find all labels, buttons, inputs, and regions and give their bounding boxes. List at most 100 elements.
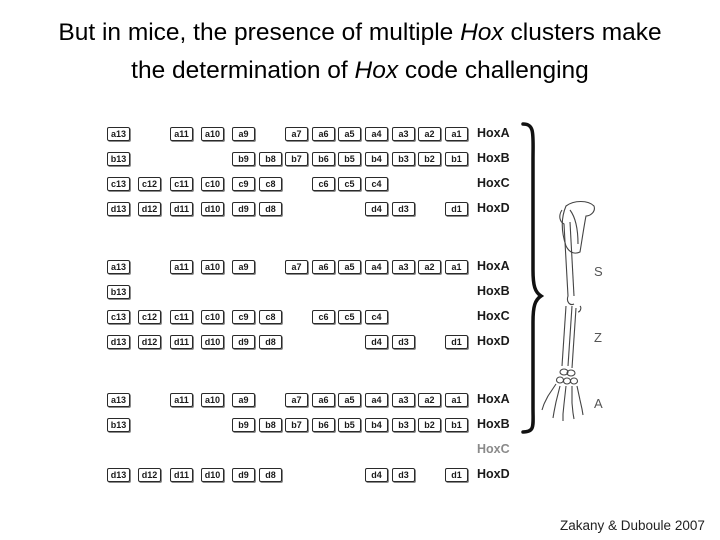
hox-gene-box: a1 (445, 393, 468, 407)
hox-gene-box: a7 (285, 393, 308, 407)
hox-gene-box: b13 (107, 152, 130, 166)
hox-gene-box: c6 (312, 177, 335, 191)
hox-gene-box: a7 (285, 260, 308, 274)
hox-gene-box: a5 (338, 127, 361, 141)
hox-gene-box: d10 (201, 335, 224, 349)
hox-gene-box: a10 (201, 393, 224, 407)
hox-gene-box: d10 (201, 468, 224, 482)
hox-gene-box: d13 (107, 468, 130, 482)
hox-gene-box: d4 (365, 202, 388, 216)
autopod-label: A (594, 396, 603, 411)
hox-gene-box: c4 (365, 310, 388, 324)
hox-cluster-label: HoxB (477, 151, 510, 165)
hox-gene-box: a3 (392, 260, 415, 274)
hox-gene-box: d12 (138, 335, 161, 349)
hox-gene-box: b6 (312, 152, 335, 166)
hox-gene-box: c11 (170, 177, 193, 191)
hox-cluster-label: HoxD (477, 201, 510, 215)
hox-gene-box: a9 (232, 127, 255, 141)
hox-cluster-label: HoxB (477, 284, 510, 298)
hox-gene-box: a9 (232, 393, 255, 407)
hox-gene-box: d8 (259, 468, 282, 482)
hox-gene-box: d1 (445, 202, 468, 216)
hox-gene-box: d9 (232, 202, 255, 216)
hox-gene-box: b7 (285, 152, 308, 166)
hox-gene-box: d13 (107, 202, 130, 216)
hox-gene-box: a13 (107, 127, 130, 141)
hox-gene-box: c4 (365, 177, 388, 191)
hox-gene-box: a13 (107, 260, 130, 274)
hox-gene-box: a6 (312, 127, 335, 141)
hox-gene-box: a4 (365, 127, 388, 141)
hox-gene-box: c8 (259, 310, 282, 324)
hox-gene-box: c11 (170, 310, 193, 324)
hox-gene-box: a6 (312, 260, 335, 274)
hox-gene-box: d3 (392, 335, 415, 349)
slide-title-line-2: the determination of Hox code challengin… (131, 57, 589, 84)
hox-gene-box: a11 (170, 393, 193, 407)
hox-cluster-label: HoxA (477, 126, 510, 140)
hox-gene-box: d1 (445, 335, 468, 349)
hox-gene-box: d10 (201, 202, 224, 216)
hox-gene-box: a10 (201, 127, 224, 141)
hox-gene-box: b9 (232, 152, 255, 166)
hox-gene-box: d11 (170, 468, 193, 482)
hox-gene-box: b8 (259, 152, 282, 166)
hox-gene-box: d4 (365, 468, 388, 482)
hox-gene-box: a7 (285, 127, 308, 141)
hox-gene-box: d12 (138, 202, 161, 216)
hox-gene-box: a4 (365, 260, 388, 274)
hox-gene-box: a2 (418, 127, 441, 141)
hox-gene-box: a2 (418, 393, 441, 407)
hox-cluster-label: HoxA (477, 259, 510, 273)
slide-title-line-1: But in mice, the presence of multiple Ho… (58, 19, 662, 46)
hox-gene-box: b9 (232, 418, 255, 432)
hox-gene-box: b4 (365, 152, 388, 166)
hox-gene-box: b3 (392, 418, 415, 432)
hox-gene-box: a3 (392, 127, 415, 141)
hox-gene-box: b2 (418, 418, 441, 432)
hox-gene-box: a11 (170, 127, 193, 141)
hox-gene-box: d12 (138, 468, 161, 482)
hox-gene-box: c6 (312, 310, 335, 324)
hox-gene-box: c10 (201, 310, 224, 324)
hox-cluster-label: HoxC (477, 176, 510, 190)
hox-gene-box: a6 (312, 393, 335, 407)
hox-gene-box: c13 (107, 177, 130, 191)
hox-gene-box: c10 (201, 177, 224, 191)
hox-gene-box: a11 (170, 260, 193, 274)
hox-gene-box: b1 (445, 152, 468, 166)
hox-gene-box: c9 (232, 177, 255, 191)
hox-gene-box: b1 (445, 418, 468, 432)
hox-gene-box: c12 (138, 177, 161, 191)
hox-gene-box: d4 (365, 335, 388, 349)
hox-gene-box: a4 (365, 393, 388, 407)
hox-gene-box: a10 (201, 260, 224, 274)
hox-cluster-label: HoxD (477, 334, 510, 348)
hox-gene-box: d8 (259, 202, 282, 216)
hox-gene-box: c5 (338, 310, 361, 324)
hox-cluster-label: HoxC (477, 442, 510, 456)
hox-gene-box: b13 (107, 285, 130, 299)
hox-gene-box: d11 (170, 202, 193, 216)
hox-gene-box: b3 (392, 152, 415, 166)
hox-cluster-label: HoxB (477, 417, 510, 431)
hox-gene-box: c8 (259, 177, 282, 191)
hox-gene-box: d8 (259, 335, 282, 349)
hox-cluster-label: HoxC (477, 309, 510, 323)
curly-brace (521, 122, 545, 434)
hox-gene-box: b4 (365, 418, 388, 432)
hox-gene-box: b6 (312, 418, 335, 432)
hox-gene-box: d11 (170, 335, 193, 349)
hox-gene-box: c5 (338, 177, 361, 191)
hox-gene-box: d13 (107, 335, 130, 349)
hox-gene-box: b8 (259, 418, 282, 432)
hox-gene-box: a3 (392, 393, 415, 407)
hox-cluster-label: HoxD (477, 467, 510, 481)
hox-gene-box: b13 (107, 418, 130, 432)
hox-cluster-label: HoxA (477, 392, 510, 406)
hox-gene-box: a1 (445, 260, 468, 274)
hox-gene-box: d1 (445, 468, 468, 482)
forelimb-skeleton-drawing (541, 200, 595, 421)
